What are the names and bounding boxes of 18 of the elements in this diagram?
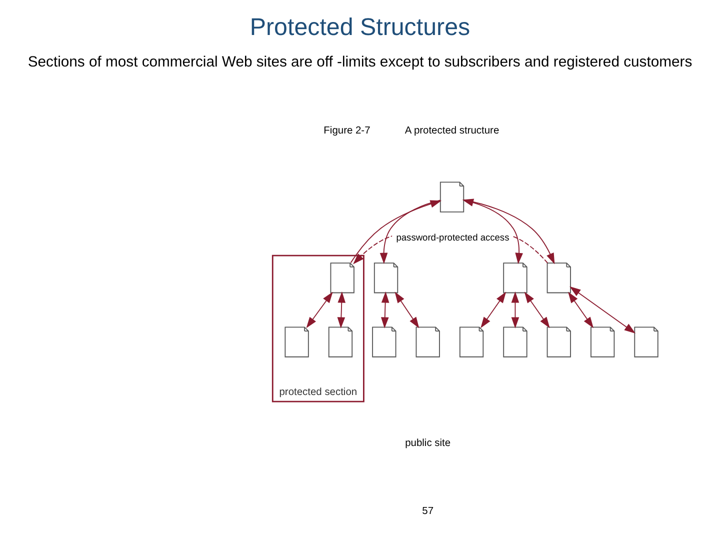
arrow <box>350 200 442 264</box>
arrow <box>568 292 594 328</box>
arrow <box>394 292 420 328</box>
label: Figure 2-7 <box>324 126 370 137</box>
arrow <box>306 292 333 328</box>
arrow <box>570 286 636 334</box>
edge-label: password-protected access <box>396 232 510 242</box>
label: A protected structure <box>404 126 500 137</box>
label: 57 <box>422 506 434 517</box>
label: Sections of most commercial Web sites are off -limits except to subscribers and registered customers <box>28 54 692 71</box>
arrow <box>480 292 506 328</box>
arrow <box>380 200 441 264</box>
arrow <box>524 292 550 328</box>
arrow <box>380 292 390 328</box>
label: public site <box>405 438 451 449</box>
arrow <box>511 292 520 328</box>
diagram-title: Protected Structures <box>250 14 470 42</box>
arrow <box>337 292 346 328</box>
